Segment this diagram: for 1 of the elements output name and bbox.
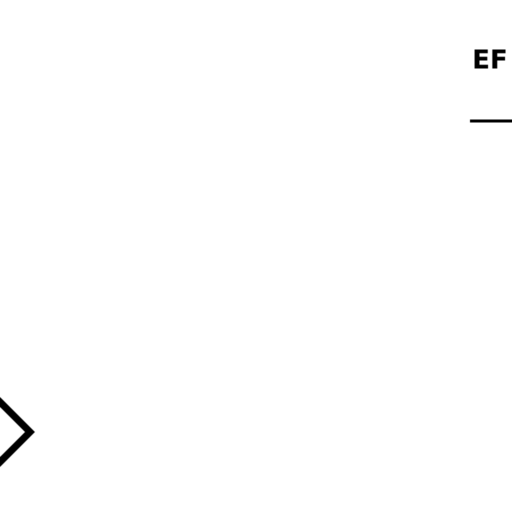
title: EF: [474, 50, 506, 68]
